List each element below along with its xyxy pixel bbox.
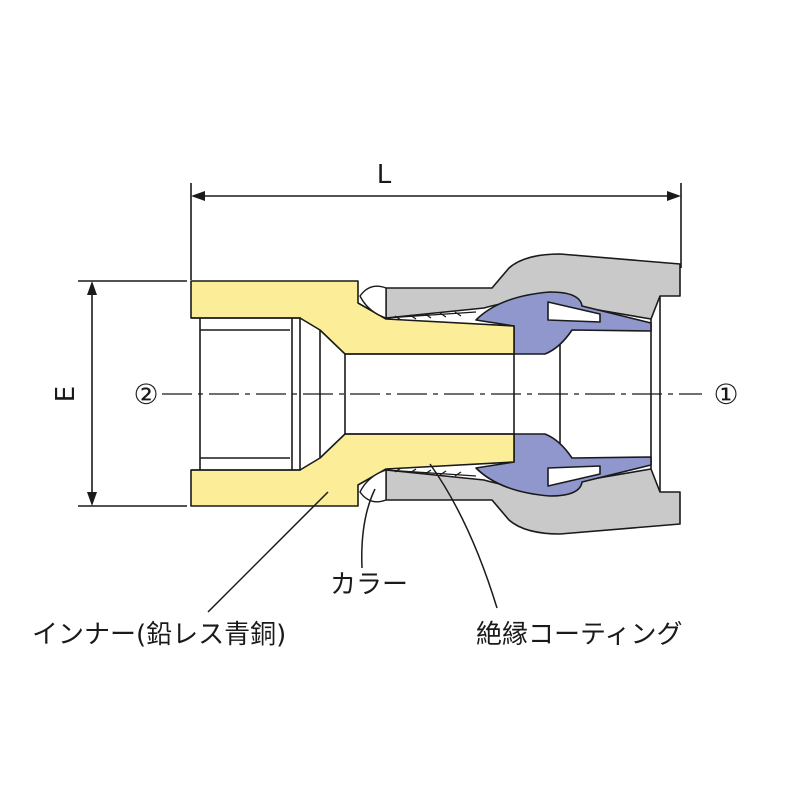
- dimension-e-label: E: [51, 386, 81, 402]
- dimension-l-label: L: [377, 160, 392, 190]
- leader-coating: [429, 463, 498, 609]
- callout-coating: 絶縁コーティング: [476, 620, 682, 650]
- dimension-e: [78, 280, 187, 507]
- left-end-marker: ②: [133, 378, 158, 411]
- dimension-l: [190, 183, 682, 280]
- leader-inner: [207, 491, 329, 613]
- callout-inner: インナー(鉛レス青銅): [32, 620, 286, 650]
- leader-lines: [207, 463, 498, 613]
- blue-sleeve: [475, 291, 652, 497]
- right-end-marker: ①: [713, 378, 738, 411]
- leader-collar: [361, 488, 376, 569]
- outer-body: [385, 253, 681, 535]
- collar: [359, 285, 387, 503]
- blue-sleeve-top: [475, 291, 652, 355]
- coating-band: [385, 311, 477, 477]
- blue-sleeve-bottom: [475, 433, 652, 497]
- callout-collar: カラー: [330, 570, 408, 600]
